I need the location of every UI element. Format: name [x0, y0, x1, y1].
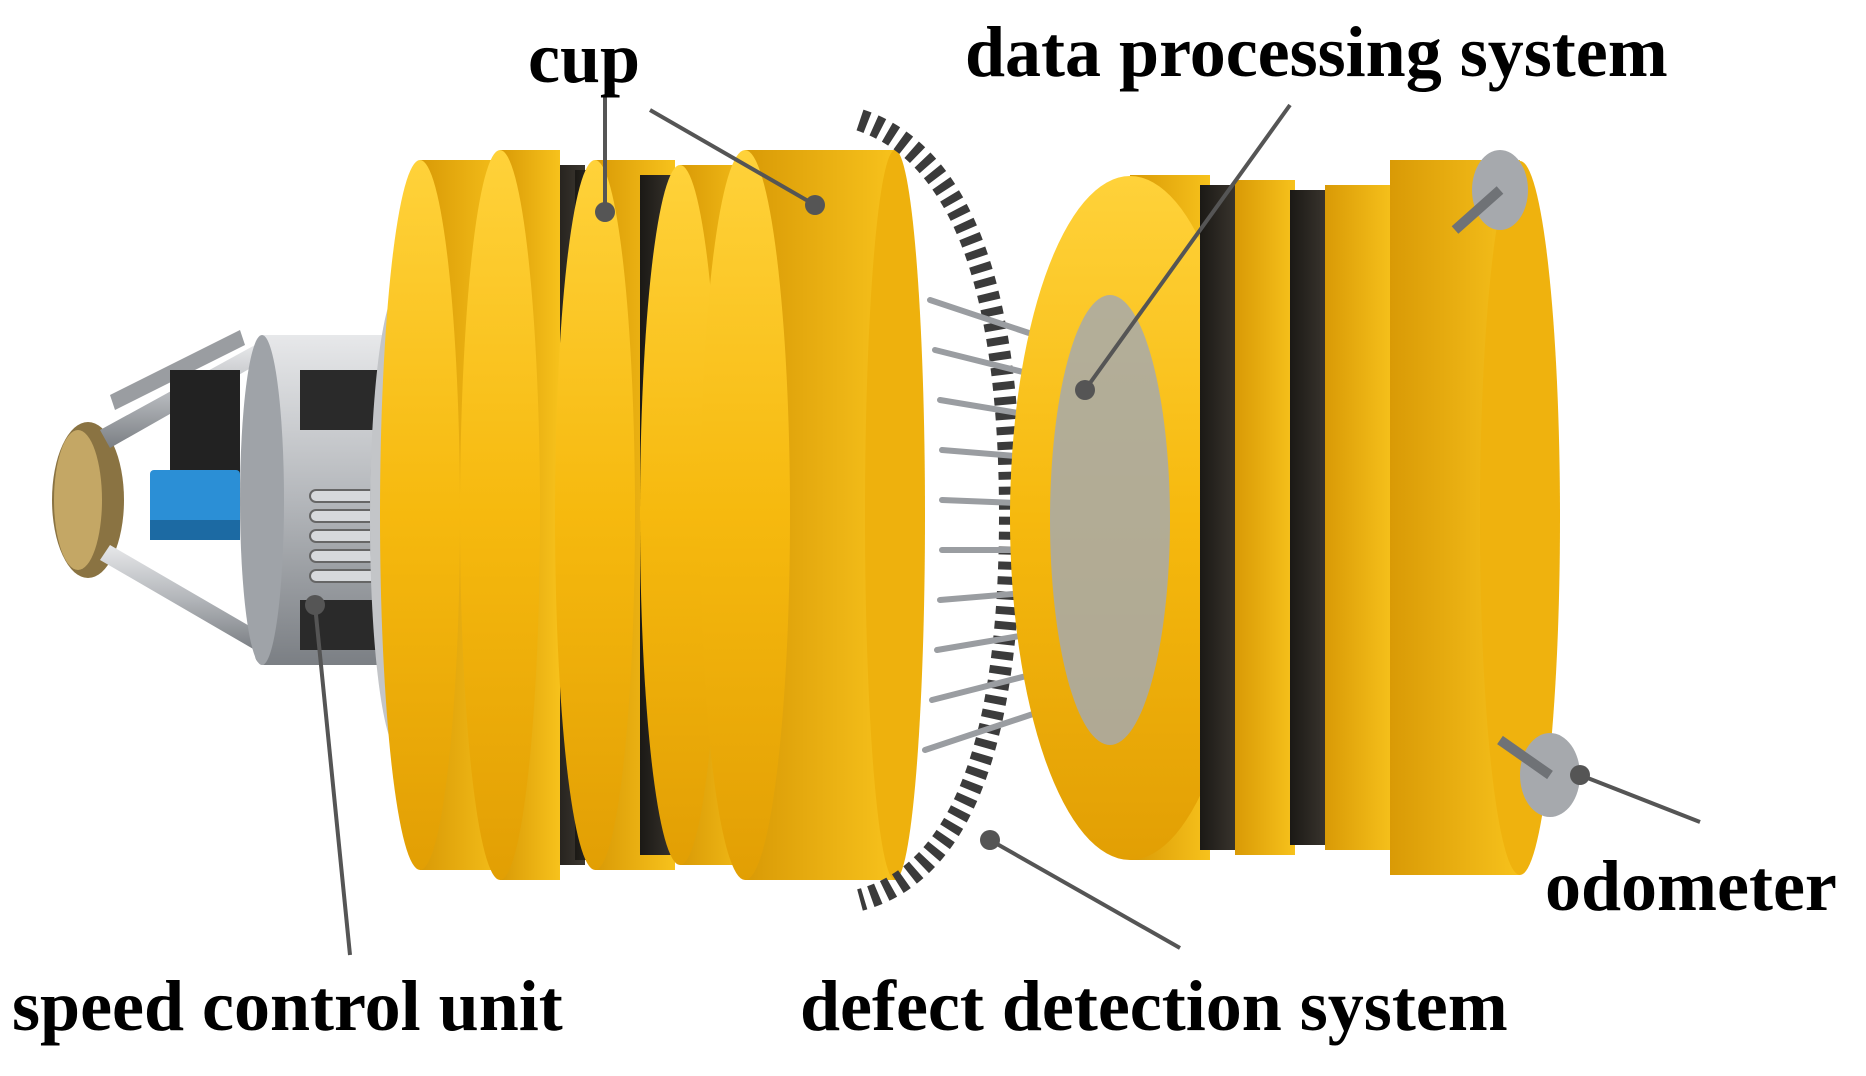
probe-blue-module-shade [150, 520, 240, 540]
cup-disc [1325, 185, 1395, 850]
cup-disc-face [700, 150, 790, 880]
motor-block [170, 370, 240, 480]
housing-front [240, 335, 284, 665]
label-cup: cup [528, 18, 641, 98]
odometer-arm [1451, 186, 1504, 234]
leader-dot [1075, 380, 1095, 400]
leader-line-scu [313, 604, 352, 956]
odometer-wheels [1451, 150, 1580, 817]
leader-dot [805, 195, 825, 215]
leader-dots [305, 195, 1590, 850]
cup-disc-back [865, 150, 925, 880]
label-data-processing-system: data processing system [965, 12, 1668, 92]
leader-line-cup-2 [649, 108, 816, 207]
strut [100, 545, 265, 650]
label-speed-control-unit: speed control unit [12, 966, 563, 1046]
cup-disc-face [555, 160, 635, 870]
cup-seal-band [1200, 185, 1240, 850]
cup-disc-back [1480, 161, 1560, 875]
leader-dot [595, 202, 615, 222]
nose-cap-face [54, 430, 102, 570]
leader-dot [305, 595, 325, 615]
front-cup-stack [380, 150, 925, 880]
label-defect-detection-system: defect detection system [800, 966, 1508, 1046]
label-odometer: odometer [1545, 846, 1837, 926]
cup-seal-band [1290, 190, 1330, 845]
leader-dot [1570, 765, 1590, 785]
leader-line-dds [989, 838, 1181, 950]
leader-line-dps [1083, 103, 1292, 392]
cup-disc-face [380, 160, 460, 870]
odometer-arm [1497, 735, 1553, 780]
rear-cup-stack [1010, 160, 1560, 875]
cup-inner-hole [1050, 295, 1170, 745]
cup-disc-face [460, 150, 540, 880]
leader-line-odometer [1579, 773, 1701, 824]
leader-dot [980, 830, 1000, 850]
leader-lines [313, 95, 1701, 956]
cup-disc-face [640, 165, 720, 865]
cup-disc [1235, 180, 1295, 855]
